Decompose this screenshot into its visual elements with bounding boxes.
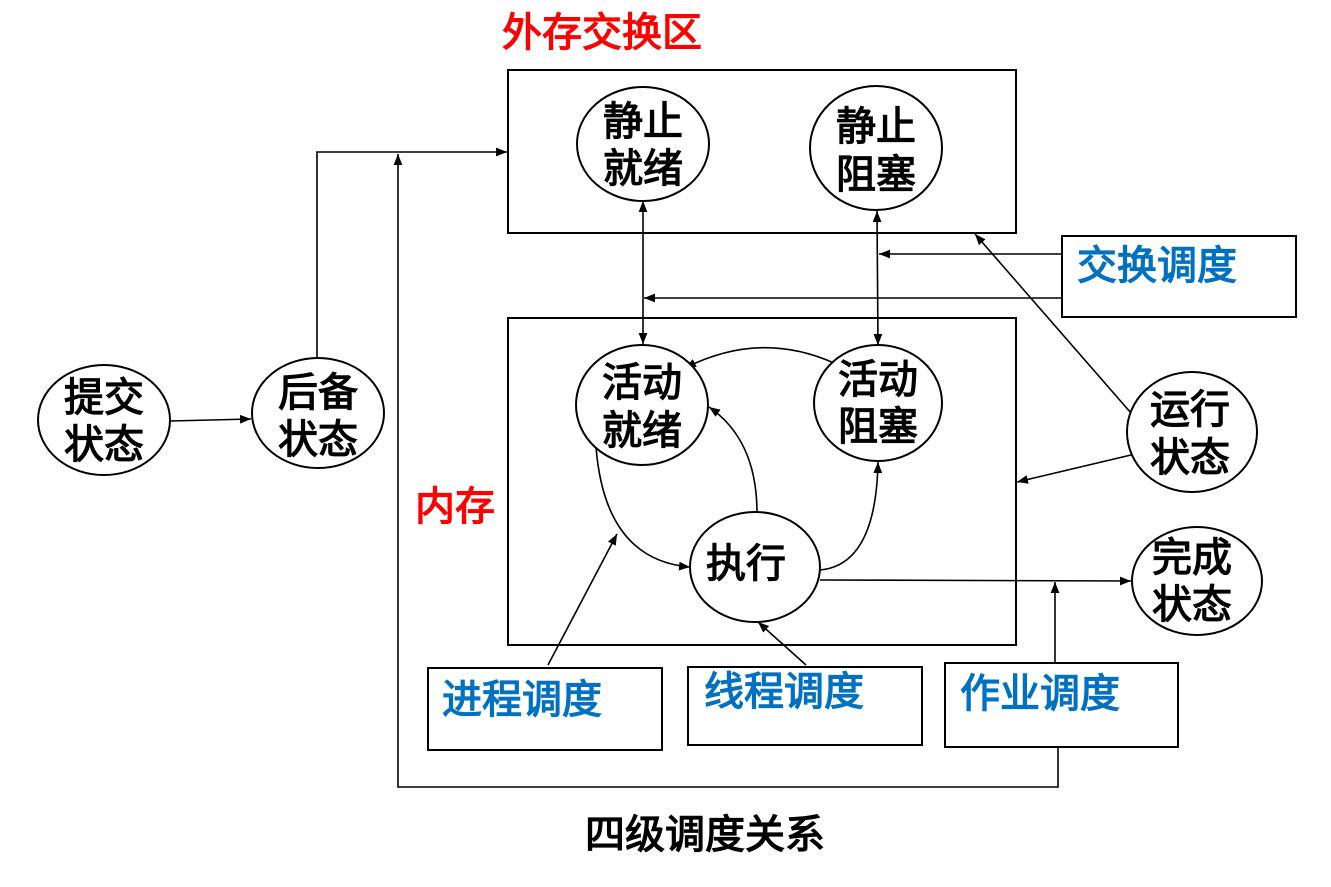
thread-scheduler-box — [687, 666, 923, 746]
state-static-ready-label-line1: 静止 — [603, 99, 683, 145]
state-running-label-line1: 运行 — [1150, 387, 1230, 433]
state-finished-node — [1131, 526, 1263, 636]
arrow-running-to-memory — [1016, 454, 1132, 484]
swap-scheduler-label: 交换调度 — [1077, 243, 1237, 289]
process-scheduler-label: 进程调度 — [442, 677, 602, 723]
state-finished-label-line2: 状态 — [1152, 582, 1232, 628]
state-active-blocked-node — [813, 344, 943, 462]
swap-scheduler-box — [1061, 235, 1297, 318]
state-executing-label: 执行 — [706, 541, 786, 587]
state-submit-label-line1: 提交 — [64, 375, 144, 421]
arrow-submit-to-backup — [169, 414, 252, 424]
state-active-blocked-label-line1: 活动 — [838, 357, 918, 403]
job-scheduler-box — [944, 662, 1179, 748]
arrow-active-ready-to-executing — [595, 446, 691, 571]
state-static-blocked-label-line2: 阻塞 — [836, 152, 916, 198]
state-executing-node — [689, 511, 821, 623]
state-backup: 后备 状态 — [251, 357, 385, 469]
external-swap-region-box — [507, 69, 1017, 234]
arrow-running-to-external-swap — [974, 233, 1132, 414]
arrow-process-scheduler — [547, 533, 618, 666]
state-backup-label-line1: 后备 — [278, 370, 359, 416]
arrow-active-blocked-to-active-ready — [684, 346, 835, 369]
state-static-blocked-node — [809, 85, 943, 211]
state-active-ready: 活动 就绪 — [575, 344, 709, 466]
state-active-blocked-label-line2: 阻塞 — [838, 404, 918, 450]
state-submit: 提交 状态 — [37, 364, 171, 476]
state-static-ready-label-line2: 就绪 — [603, 146, 683, 192]
state-static-blocked: 静止 阻塞 — [809, 85, 943, 211]
thread-scheduler-label: 线程调度 — [704, 669, 864, 715]
state-executing: 执行 — [689, 511, 821, 623]
memory-region-label: 内存 — [415, 484, 495, 530]
state-backup-node — [251, 357, 385, 469]
memory-region-box — [507, 317, 1017, 646]
state-static-blocked-label-line1: 静止 — [836, 104, 916, 150]
state-running: 运行 状态 — [1126, 371, 1258, 493]
job-scheduler-label: 作业调度 — [960, 671, 1120, 717]
arrow-job-scheduler-loop — [393, 154, 1059, 788]
arrow-static-blocked-active-blocked — [872, 210, 883, 346]
state-submit-node — [37, 364, 171, 476]
state-running-label-line2: 状态 — [1150, 435, 1230, 481]
state-static-ready: 静止 就绪 — [576, 86, 710, 202]
diagram-title: 四级调度关系 — [585, 812, 825, 858]
arrow-backup-to-external-swap — [316, 147, 507, 358]
state-active-ready-label-line2: 就绪 — [602, 408, 682, 454]
state-active-ready-node — [575, 344, 709, 466]
state-submit-label-line2: 状态 — [64, 422, 144, 468]
state-finished: 完成 状态 — [1131, 526, 1263, 636]
arrow-executing-to-active-blocked — [819, 461, 883, 571]
arrow-thread-scheduler — [757, 621, 807, 666]
arrow-executing-to-finished — [819, 576, 1132, 586]
state-backup-label-line2: 状态 — [278, 417, 358, 463]
state-active-blocked: 活动 阻塞 — [813, 344, 943, 462]
state-active-ready-label-line1: 活动 — [602, 360, 682, 406]
state-finished-label-line1: 完成 — [1152, 535, 1232, 581]
arrow-executing-to-active-ready — [708, 406, 758, 514]
process-scheduler-box — [427, 667, 663, 751]
external-swap-region-label: 外存交换区 — [502, 10, 702, 56]
state-running-node — [1126, 371, 1258, 493]
state-static-ready-node — [576, 86, 710, 202]
